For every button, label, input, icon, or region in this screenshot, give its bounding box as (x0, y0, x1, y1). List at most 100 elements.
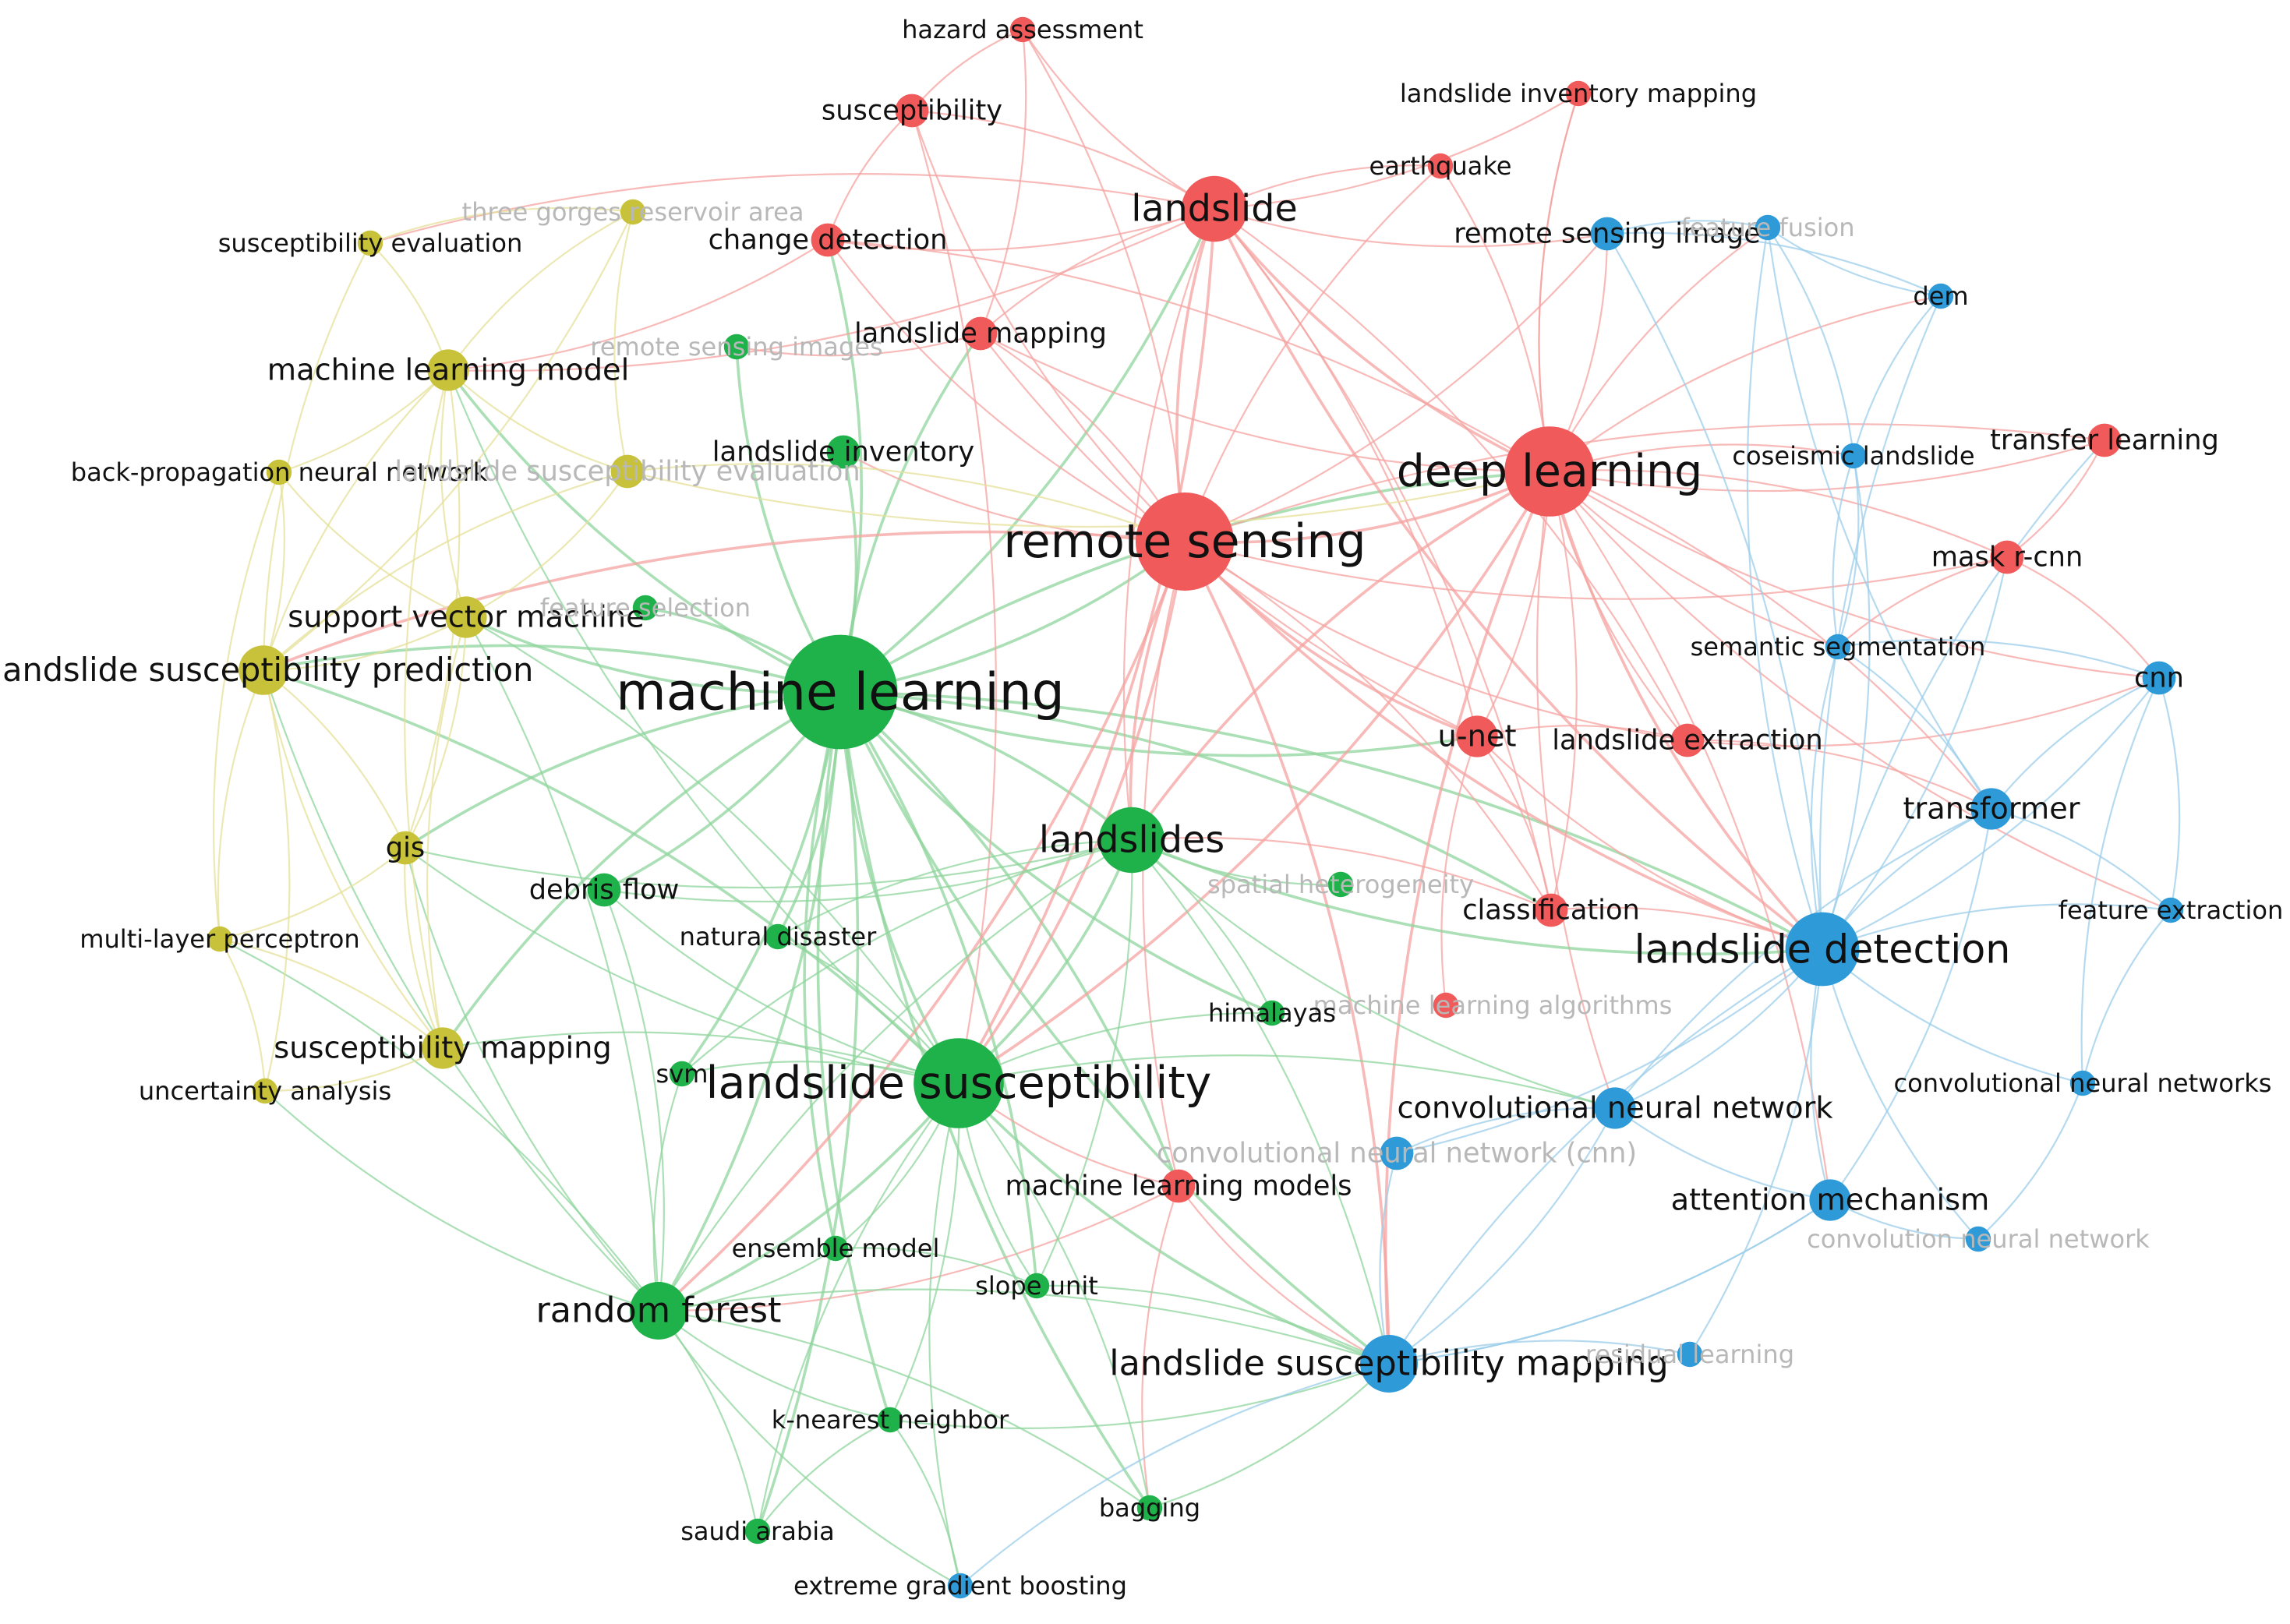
edge-deeplearning-convnn (1536, 471, 1617, 1109)
node-xgb[interactable] (947, 1573, 974, 1599)
node-dem[interactable] (1928, 283, 1954, 309)
node-susmapping[interactable] (422, 1027, 464, 1069)
node-cnn[interactable] (2142, 661, 2176, 695)
node-mlmodels[interactable] (1161, 1169, 1196, 1203)
node-earthquake[interactable] (1427, 153, 1454, 179)
edge-randomforest-lsprediction (262, 669, 659, 1312)
node-cnns[interactable] (2069, 1070, 2096, 1096)
node-bagging[interactable] (1136, 1495, 1163, 1521)
node-landslide[interactable] (1181, 175, 1248, 242)
node-lsevaluation[interactable] (610, 454, 645, 489)
node-lim[interactable] (1565, 80, 1592, 107)
node-slopeunit[interactable] (1023, 1273, 1050, 1299)
edge-rsimage-dem (1606, 231, 1942, 298)
edge-machinelearning-saudi (756, 691, 860, 1532)
node-suseval[interactable] (357, 230, 383, 256)
node-transformer[interactable] (1970, 788, 2013, 830)
edge-randomforest-uncertainty (264, 1090, 659, 1312)
node-uncertainty[interactable] (252, 1078, 278, 1104)
node-convolutionnn[interactable] (1965, 1226, 1991, 1252)
node-rsimages[interactable] (723, 334, 750, 360)
node-naturaldisaster[interactable] (765, 923, 791, 950)
edge-deeplearning-maskrcnn (1549, 469, 2008, 559)
node-mlmodel[interactable] (427, 349, 469, 391)
node-threegorges[interactable] (620, 199, 646, 225)
node-transfer[interactable] (2087, 423, 2122, 457)
node-lsmapping[interactable] (1360, 1335, 1418, 1393)
label-residual: residual learning (1585, 1340, 1794, 1369)
edge-machinelearning-randomforest (657, 691, 842, 1312)
node-maskrcnn[interactable] (1990, 540, 2024, 574)
node-lsprediction[interactable] (239, 645, 288, 695)
edge-landslides-randomforest (658, 839, 1133, 1312)
node-randomforest[interactable] (630, 1282, 687, 1340)
node-remotesensing[interactable] (1136, 492, 1234, 591)
edge-susmapping-mlp (219, 937, 444, 1049)
edge-rsimage-featurefusion (1606, 220, 1769, 235)
node-featurefusion[interactable] (1755, 214, 1781, 241)
edge-lextraction-cnn (1687, 676, 2160, 747)
node-mlalgorithms[interactable] (1433, 992, 1459, 1019)
node-svm_machine[interactable] (445, 596, 487, 638)
node-mlp[interactable] (207, 926, 233, 952)
edge-layer (212, 28, 2181, 1587)
node-semseg[interactable] (1825, 634, 1851, 660)
edge-bagging-lsmapping (1149, 1363, 1390, 1509)
edge-lsusceptibility-svm_machine (465, 616, 959, 1084)
label-maskrcnn: mask r-cnn (1931, 542, 2083, 574)
edge-mlmodel-threegorges (447, 211, 634, 371)
node-coseismic[interactable] (1840, 443, 1867, 469)
edge-deeplearning-featureextraction (1549, 471, 2172, 912)
node-featureextraction[interactable] (2157, 897, 2184, 923)
edge-landslides-svm (681, 838, 1133, 1075)
edge-lsprediction-mlp (217, 669, 265, 940)
label-svm_machine: support vector machine (288, 600, 644, 635)
edge-deeplearning-earthquake (1440, 165, 1551, 472)
node-spatialhet[interactable] (1327, 871, 1354, 898)
node-ensemble[interactable] (822, 1235, 849, 1262)
node-gis[interactable] (388, 831, 422, 865)
node-rsimage[interactable] (1590, 217, 1624, 251)
node-residual[interactable] (1677, 1341, 1703, 1368)
node-himalayas[interactable] (1259, 1000, 1285, 1026)
node-svm[interactable] (669, 1061, 695, 1087)
edge-ldetection-cnncnn (1396, 948, 1823, 1155)
node-susceptibility[interactable] (895, 94, 929, 128)
label-mlmodel: machine learning model (267, 353, 629, 388)
edge-mlmodels-bagging (1141, 1185, 1180, 1509)
edge-ldetection-transfer (1821, 440, 2105, 950)
edge-deeplearning-lim (1538, 93, 1580, 472)
node-hazard[interactable] (1009, 16, 1036, 43)
edge-deeplearning-ldetection (1548, 471, 1824, 951)
edge-lsprediction-svm_machine (263, 616, 467, 672)
node-unet[interactable] (1456, 715, 1498, 757)
node-lextraction[interactable] (1670, 723, 1705, 757)
edge-bpnn-mlp (212, 471, 281, 940)
node-attention[interactable] (1809, 1179, 1851, 1221)
node-landslides[interactable] (1098, 807, 1165, 874)
edge-transformer-semseg (1837, 646, 1992, 810)
node-lsusceptibility[interactable] (914, 1038, 1004, 1128)
label-saudi: saudi arabia (680, 1516, 835, 1546)
node-bpnn[interactable] (266, 459, 292, 485)
edge-lsusceptibility-saudi (756, 1082, 959, 1532)
node-knn[interactable] (877, 1407, 903, 1433)
node-changedet[interactable] (811, 223, 845, 257)
node-machinelearning[interactable] (783, 634, 898, 750)
node-ldetection[interactable] (1785, 912, 1860, 987)
edge-remotesensing-hazard (1022, 29, 1186, 542)
node-linventory[interactable] (826, 435, 861, 469)
node-classification[interactable] (1534, 893, 1568, 927)
edge-hazard-lmapping (979, 29, 1027, 334)
node-lmapping[interactable] (963, 316, 998, 351)
node-deeplearning[interactable] (1504, 426, 1595, 517)
node-saudi[interactable] (744, 1518, 771, 1545)
node-cnncnn[interactable] (1380, 1136, 1414, 1170)
edge-lsevaluation-deeplearning (627, 470, 1550, 528)
edge-mlmodel-suseval (369, 242, 450, 371)
edge-remotesensing-randomforest (657, 541, 1186, 1312)
node-debrisflow[interactable] (587, 873, 621, 907)
node-featureselection[interactable] (632, 595, 659, 621)
edge-knn-xgb (889, 1419, 962, 1587)
node-convnn[interactable] (1594, 1087, 1636, 1129)
